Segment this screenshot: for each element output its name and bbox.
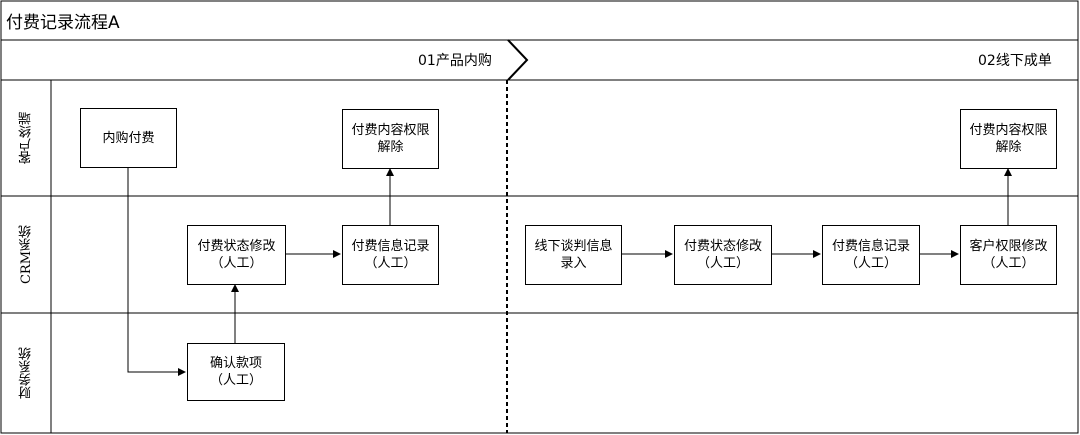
lane-label-client-terminal: 客户终端 (18, 112, 34, 164)
node-info-record-1: 付费信息记录 （人工） (342, 225, 439, 285)
phase-label-in-app-purchase: 01产品内购 (418, 53, 492, 69)
lane-label-crm-system: CRM系统 (18, 224, 34, 285)
node-content-unlock-1: 付费内容权限 解除 (342, 109, 439, 169)
node-content-unlock-2: 付费内容权限 解除 (960, 109, 1057, 169)
edge-iap-to-confirm (127, 168, 186, 376)
phase-label-offline-deal: 02线下成单 (978, 53, 1052, 69)
node-permission-change: 客户权限修改 （人工） (960, 225, 1057, 285)
node-info-record-2: 付费信息记录 （人工） (822, 225, 920, 285)
node-confirm-funds: 确认款项 （人工） (187, 343, 285, 401)
node-iap-payment: 内购付费 (80, 108, 177, 168)
node-offline-negotiation: 线下谈判信息 录入 (525, 225, 622, 285)
node-status-change-1: 付费状态修改 （人工） (187, 225, 286, 285)
phase-chevron (507, 39, 529, 81)
diagram-title: 付费记录流程A (6, 13, 120, 33)
node-status-change-2: 付费状态修改 （人工） (674, 225, 772, 285)
lane-label-finance-system: 财务系统 (18, 347, 34, 399)
